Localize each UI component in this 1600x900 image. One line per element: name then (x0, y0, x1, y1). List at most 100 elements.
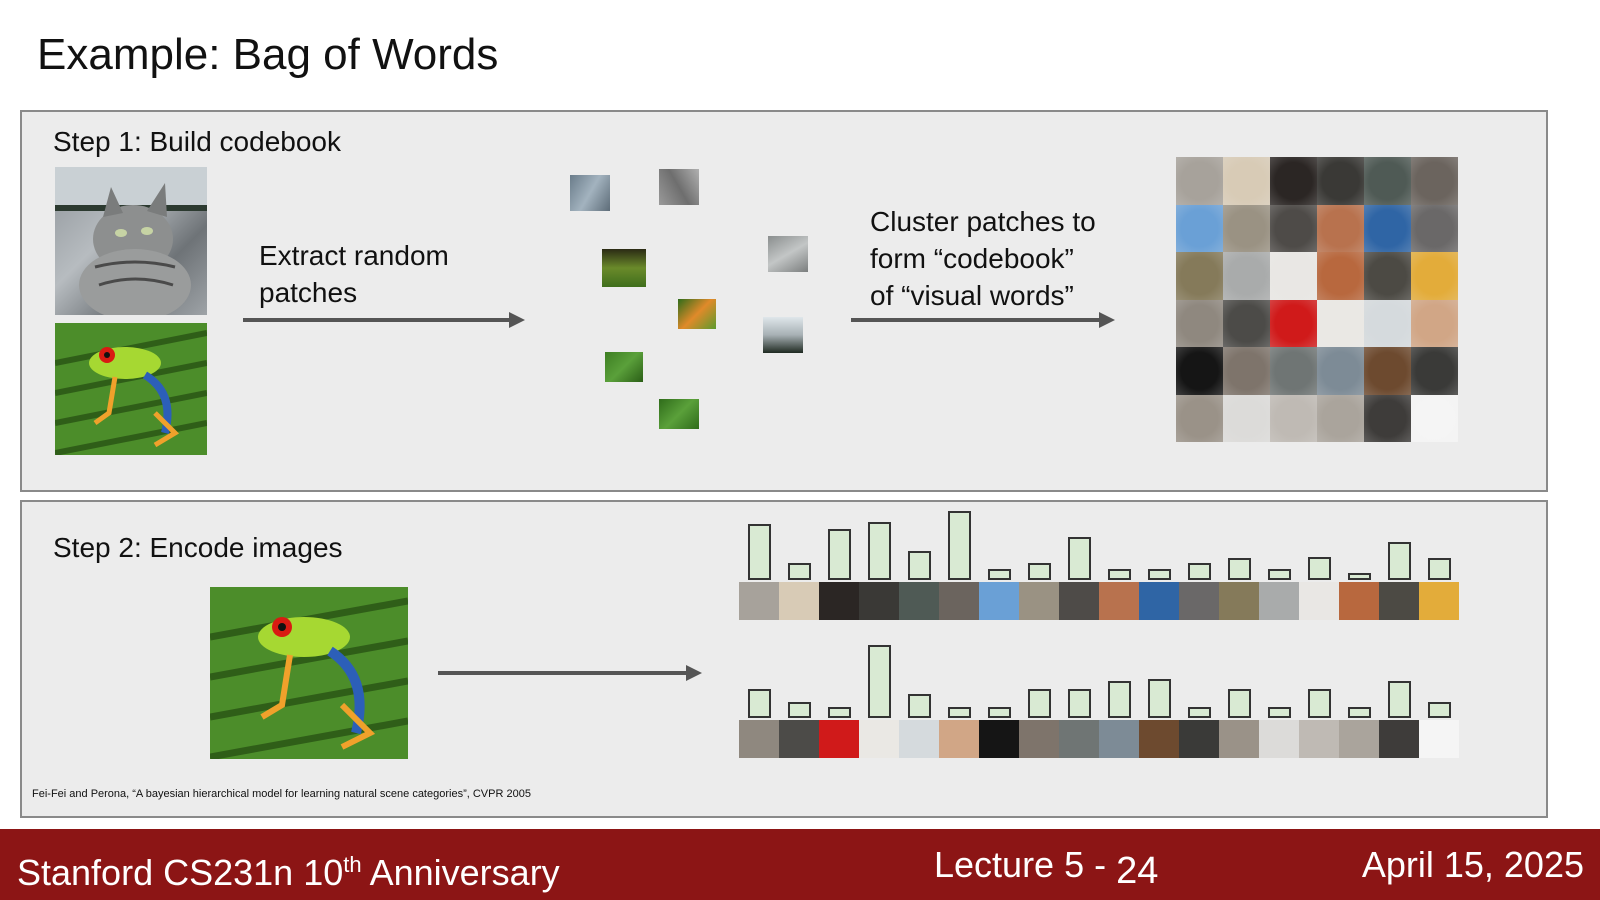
codeword-cell (1270, 252, 1317, 300)
codeword-cell (1223, 299, 1270, 347)
codeword-cell (819, 582, 859, 620)
codeword-cell (1223, 157, 1270, 205)
extract-arrow (243, 312, 525, 328)
codeword-cell (1176, 299, 1223, 347)
random-patch (605, 352, 643, 382)
codeword-cell (779, 720, 819, 758)
histogram-bar (1308, 557, 1331, 580)
random-patch (659, 399, 699, 429)
histogram-bar (1228, 689, 1251, 718)
lecture-date: April 15, 2025 (1361, 844, 1584, 885)
codeword-cell (1364, 252, 1411, 300)
codeword-cell (1176, 347, 1223, 395)
histogram-bar (1108, 681, 1131, 718)
random-patch (659, 169, 699, 205)
codeword-cell (1317, 204, 1364, 252)
codeword-cell (1176, 252, 1223, 300)
codeword-cell (1099, 582, 1139, 620)
histogram-bar (1388, 542, 1411, 580)
codeword-cell (979, 582, 1019, 620)
histogram-bar (1348, 707, 1371, 718)
histogram-bar (908, 694, 931, 718)
histogram-bar (948, 707, 971, 718)
lecture-number: Lecture 5 - 24 (934, 844, 1159, 892)
codeword-cell (1019, 720, 1059, 758)
codeword-cell (1379, 720, 1419, 758)
histogram-bar (1308, 689, 1331, 718)
cat-histogram (739, 502, 1459, 580)
codeword-cell (1059, 582, 1099, 620)
codeword-cell (1339, 720, 1379, 758)
encode-arrow (438, 665, 702, 681)
codeword-cell (1139, 582, 1179, 620)
frog-encode-photo (210, 587, 408, 759)
course-name: Stanford CS231n 10th Anniversary (17, 852, 560, 893)
frog-histogram (739, 640, 1459, 718)
cluster-patches-text: Cluster patches to form “codebook” of “v… (870, 206, 1096, 311)
random-patch (763, 317, 803, 353)
histogram-bar (1348, 573, 1371, 580)
codeword-cell (779, 582, 819, 620)
codeword-cell (1364, 347, 1411, 395)
codeword-cell (1259, 720, 1299, 758)
histogram-bar (1268, 569, 1291, 580)
codebook-grid (1176, 157, 1458, 442)
random-patch (602, 249, 646, 287)
histogram-bar (948, 511, 971, 580)
frog-photo (55, 323, 207, 455)
codeword-cell (819, 720, 859, 758)
histogram-bar (988, 569, 1011, 580)
cluster-arrow (851, 312, 1115, 328)
codeword-cell (1364, 157, 1411, 205)
random-patch (678, 299, 716, 329)
codeword-cell (1411, 204, 1458, 252)
codeword-cell (1317, 299, 1364, 347)
codeword-cell (1364, 299, 1411, 347)
codeword-cell (1019, 582, 1059, 620)
histogram-bar (1028, 689, 1051, 718)
page-number: 24 (1116, 850, 1159, 892)
codeword-cell (1270, 204, 1317, 252)
codeword-cell (1299, 582, 1339, 620)
codeword-cell (1223, 204, 1270, 252)
histogram-bar (1428, 558, 1451, 580)
codeword-cell (1223, 252, 1270, 300)
histogram-bar (1388, 681, 1411, 718)
histogram-bar (1268, 707, 1291, 718)
codeword-cell (1339, 582, 1379, 620)
codeword-cell (1059, 720, 1099, 758)
histogram-bar (1068, 689, 1091, 718)
codeword-cell (1179, 720, 1219, 758)
citation: Fei-Fei and Perona, “A bayesian hierarch… (32, 788, 531, 800)
codeword-cell (979, 720, 1019, 758)
codeword-cell (859, 582, 899, 620)
codeword-cell (1219, 582, 1259, 620)
cat-photo (55, 167, 207, 315)
codeword-cell (1317, 252, 1364, 300)
slide-title: Example: Bag of Words (37, 30, 499, 79)
step2-panel: Step 2: Encode images (20, 500, 1548, 818)
histogram-bar (828, 529, 851, 580)
histogram-bar (1028, 563, 1051, 580)
extract-patches-text: Extract random patches (259, 240, 449, 308)
histogram-bar (788, 563, 811, 580)
codeword-cell (1379, 582, 1419, 620)
histogram-bar (908, 551, 931, 580)
codeword-cell (1179, 582, 1219, 620)
histogram-bar (1068, 537, 1091, 580)
histogram-bar (1108, 569, 1131, 580)
codeword-cell (1176, 204, 1223, 252)
step1-panel: Step 1: Build codebook Extract (20, 110, 1548, 492)
codeword-cell (1411, 347, 1458, 395)
histogram-bar (988, 707, 1011, 718)
histogram-bar (1188, 563, 1211, 580)
codeword-cell (899, 582, 939, 620)
codeword-cell (1317, 347, 1364, 395)
codeword-cell (939, 582, 979, 620)
codeword-cell (739, 720, 779, 758)
codeword-cell (1411, 394, 1458, 442)
codeword-cell (1364, 204, 1411, 252)
codeword-cell (1317, 394, 1364, 442)
codeword-cell (739, 582, 779, 620)
codeword-cell (1176, 157, 1223, 205)
